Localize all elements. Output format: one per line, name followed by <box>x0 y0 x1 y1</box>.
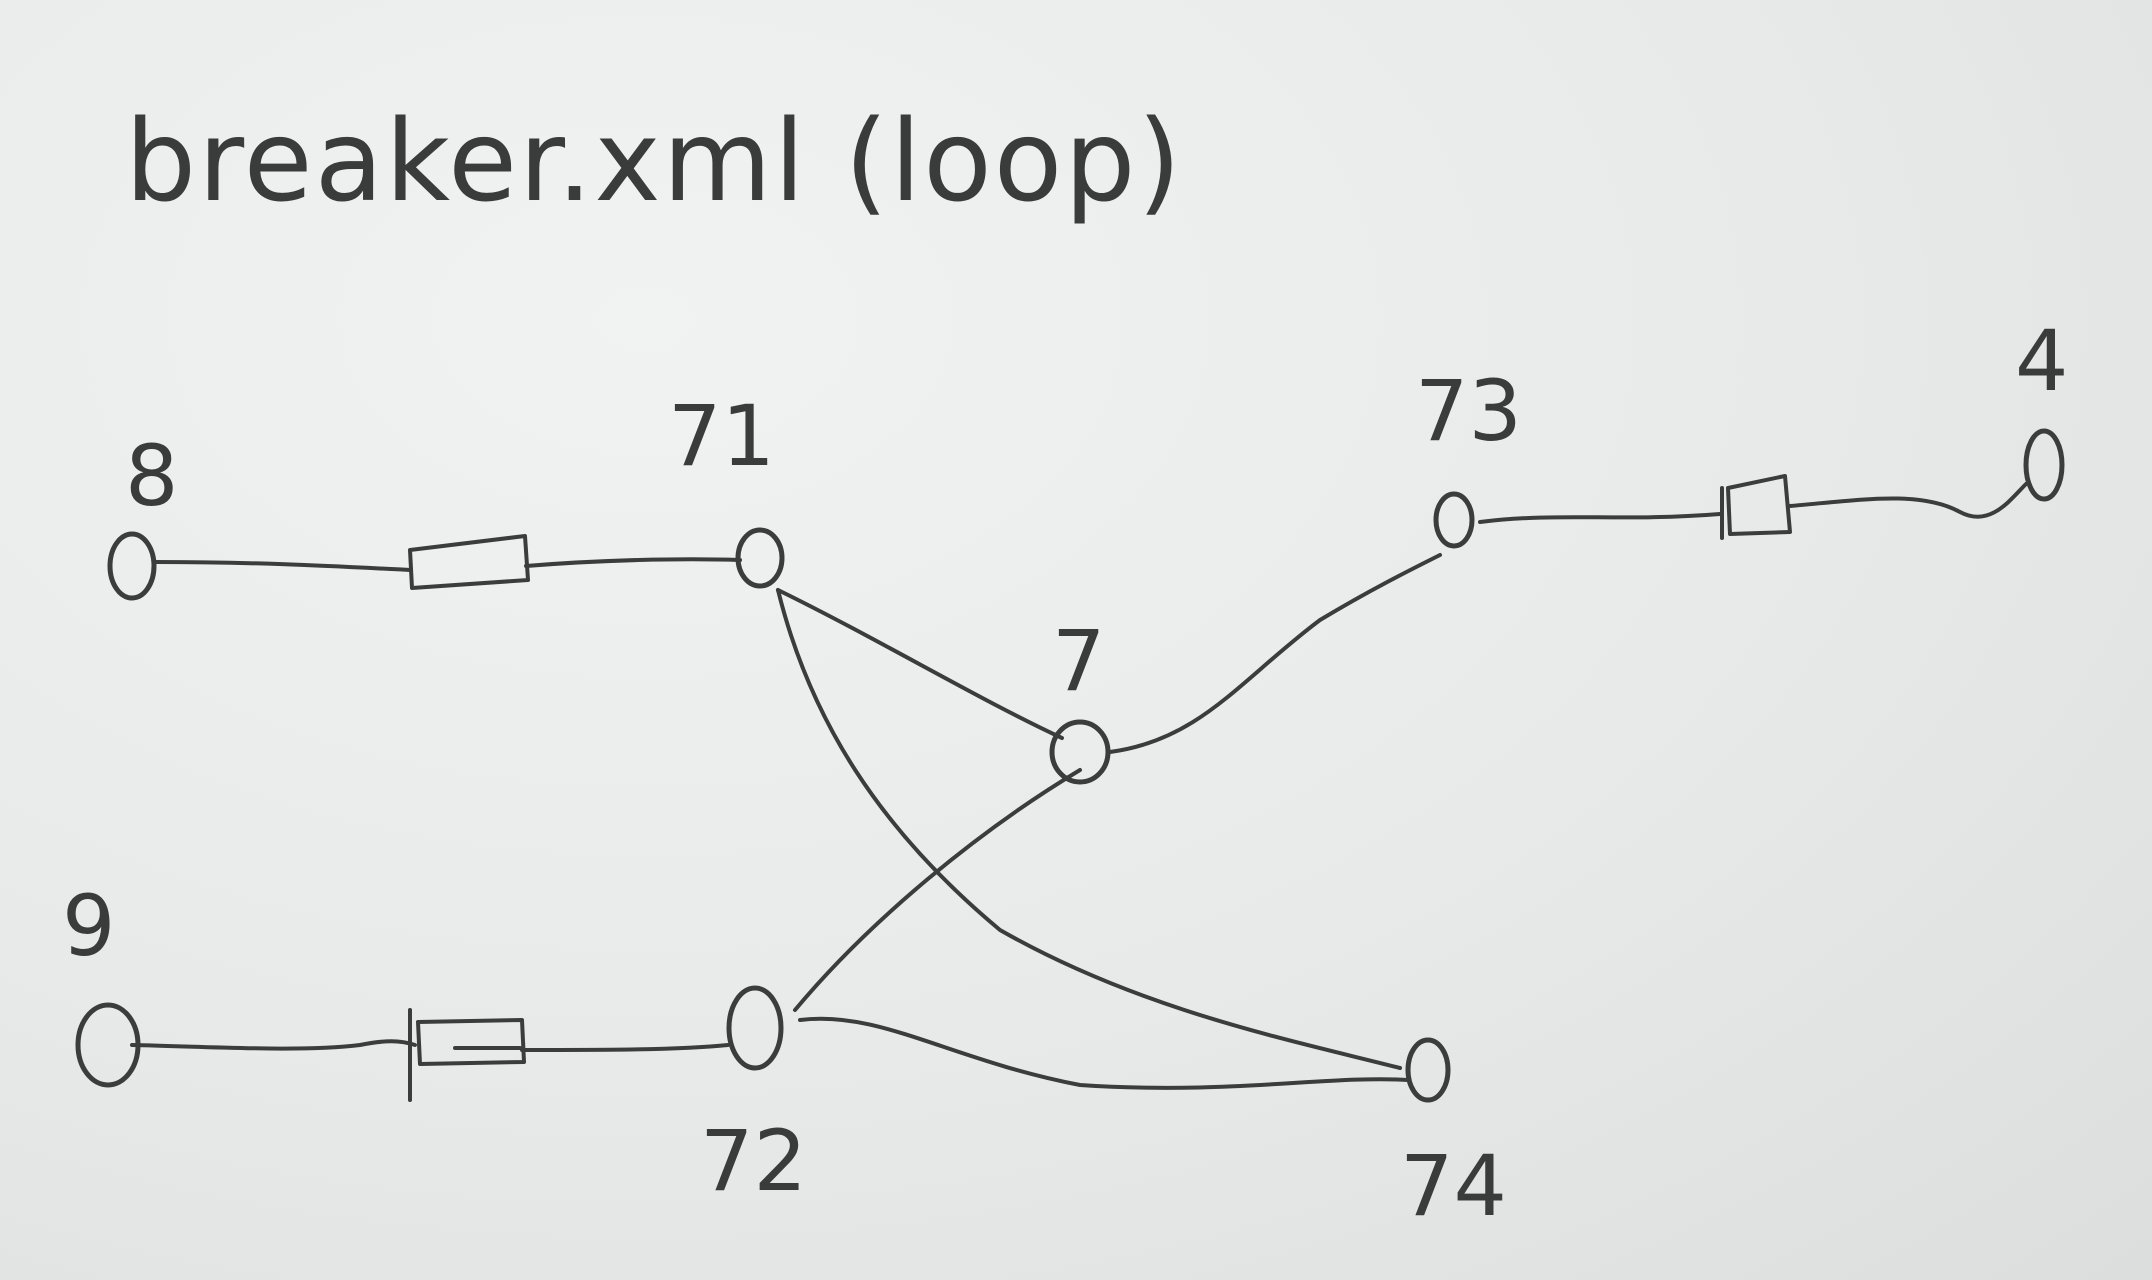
breaker-8-71[interactable] <box>408 534 530 590</box>
line-72-74 <box>798 1016 1410 1090</box>
bus-node-72[interactable] <box>726 985 784 1071</box>
bus-label-72: 72 <box>700 1112 807 1210</box>
bus-label-7: 7 <box>1052 612 1105 710</box>
bus-node-9[interactable] <box>75 1002 141 1088</box>
wire-breaker-to-4 <box>1788 482 2028 519</box>
bus-label-73: 73 <box>1415 362 1522 460</box>
bus-node-71[interactable] <box>735 527 785 589</box>
breaker-branch-73-4 <box>1478 474 2028 540</box>
bus-node-74[interactable] <box>1405 1037 1451 1103</box>
breaker-73-4[interactable] <box>1726 474 1792 536</box>
bus-node-8[interactable] <box>107 531 157 601</box>
line-71-7 <box>776 588 1064 740</box>
bus-node-4[interactable] <box>2023 428 2065 502</box>
wire-breaker-to-71 <box>524 557 742 568</box>
bus-label-71: 71 <box>668 387 775 485</box>
line-72-7 <box>793 768 1082 1012</box>
bus-labels: 8 9 71 72 7 73 74 4 <box>62 312 2068 1235</box>
wire-breaker-to-72 <box>520 1043 730 1052</box>
line-7-73 <box>1108 553 1442 754</box>
wire-8-to-breaker <box>153 560 412 572</box>
breaker-branch-9-72 <box>130 1008 730 1102</box>
line-71-74 <box>776 588 1402 1070</box>
breaker-branch-8-71 <box>153 534 742 590</box>
breaker-9-72[interactable] <box>416 1018 526 1066</box>
line-group <box>776 553 1442 1090</box>
bus-label-9: 9 <box>62 877 115 975</box>
wire-9-to-breaker <box>130 1039 417 1051</box>
bus-nodes <box>75 428 2065 1103</box>
bus-label-8: 8 <box>125 427 178 525</box>
bus-node-7[interactable] <box>1049 719 1111 785</box>
bus-node-73[interactable] <box>1433 491 1475 549</box>
bus-label-4: 4 <box>2015 312 2068 410</box>
diagram-title: breaker.xml (loop) <box>125 97 1183 227</box>
wire-73-to-breaker <box>1478 512 1722 524</box>
bus-label-74: 74 <box>1400 1137 1507 1235</box>
